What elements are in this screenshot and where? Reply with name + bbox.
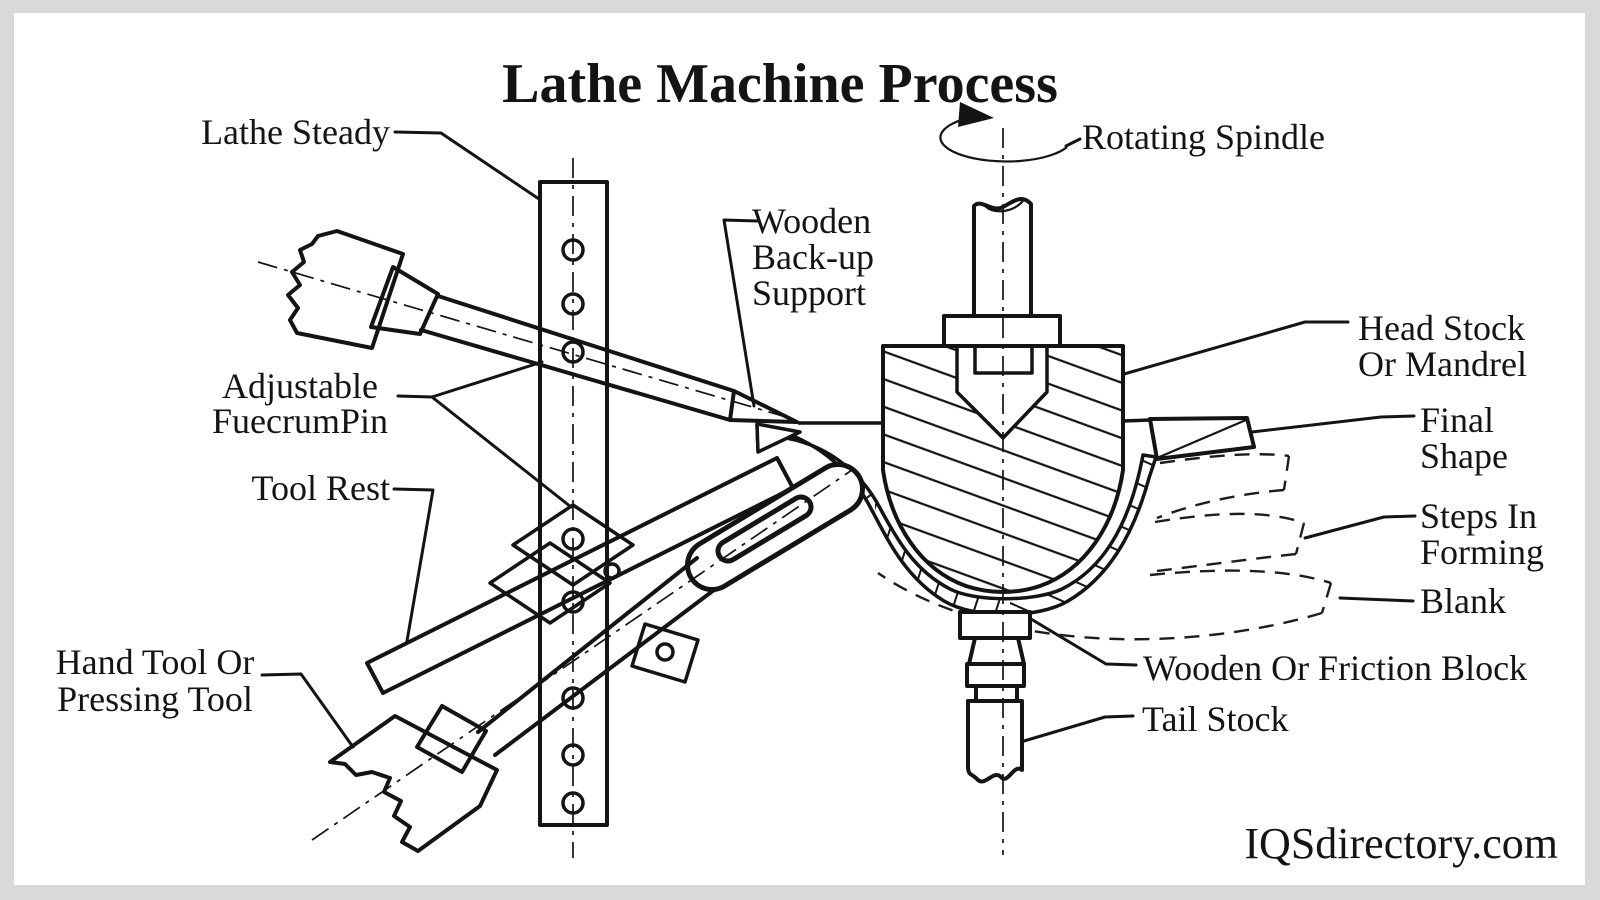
upper-hand-tool	[257, 229, 799, 424]
label-wooden-backup-1: Wooden	[752, 201, 871, 241]
lathe-steady-bar	[538, 180, 609, 827]
label-final-shape-1: Final	[1420, 400, 1494, 440]
tail-center-cone	[967, 636, 1026, 666]
label-hand-tool-2: Pressing Tool	[57, 679, 253, 719]
leader-final-shape	[1250, 414, 1416, 434]
leader-steps-in-forming	[1303, 514, 1417, 540]
label-steps-2: Forming	[1420, 532, 1544, 572]
steps-in-forming-outlines	[877, 453, 1333, 641]
leader-hand-tool	[260, 672, 355, 749]
label-final-shape-2: Shape	[1420, 436, 1508, 476]
upper-tool-centerline	[257, 261, 794, 420]
label-head-stock-1: Head Stock	[1358, 308, 1525, 348]
leader-rotating-spindle	[1064, 137, 1082, 148]
label-lathe-steady: Lathe Steady	[201, 112, 390, 152]
final-shape-rim	[1148, 416, 1256, 461]
lower-tool-ferrule	[415, 704, 488, 774]
leader-wooden-backup	[722, 218, 759, 408]
label-hand-tool-1: Hand Tool Or	[56, 642, 255, 682]
wooden-backup-support-wedge	[755, 422, 802, 454]
tool-rest-bracket	[630, 622, 700, 684]
head-stock-mandrel	[881, 344, 1125, 594]
label-blank: Blank	[1420, 581, 1506, 621]
label-adjustable-1: Adjustable	[222, 366, 378, 406]
label-rotating-spindle: Rotating Spindle	[1082, 117, 1325, 157]
label-wooden-backup-3: Support	[752, 273, 866, 313]
wooden-friction-block	[958, 610, 1032, 640]
diagram-title: Lathe Machine Process	[502, 53, 1058, 115]
label-tail-stock: Tail Stock	[1142, 699, 1288, 739]
leader-tail-stock	[1022, 714, 1135, 743]
spindle-flange	[942, 314, 1062, 348]
label-friction-block: Wooden Or Friction Block	[1143, 648, 1527, 688]
rotation-arrow	[939, 102, 1068, 163]
leader-friction-block	[1029, 617, 1138, 667]
leader-tool-rest	[392, 487, 435, 643]
upper-tool-ferrule	[369, 265, 440, 336]
leader-fulcrum-lower	[430, 395, 573, 509]
label-tool-rest: Tool Rest	[252, 468, 390, 508]
leader-fulcrum-upper	[396, 360, 544, 399]
tail-stock-cylinder	[966, 699, 1024, 784]
lower-tool-centerline	[311, 469, 853, 841]
lower-tool-handle	[328, 714, 499, 853]
leader-lathe-steady	[393, 130, 541, 201]
watermark: IQSdirectory.com	[1244, 819, 1558, 868]
rotating-spindle-shaft	[942, 196, 1062, 348]
label-wooden-backup-2: Back-up	[752, 237, 874, 277]
lower-pressing-tool	[311, 462, 865, 853]
rotation-arrowhead	[958, 102, 994, 127]
label-adjustable-2: FuecrumPin	[212, 401, 388, 441]
leader-head-stock	[1122, 320, 1350, 376]
leader-blank	[1338, 596, 1415, 603]
drawing-background	[14, 13, 1585, 885]
friction-block-and-tail-stock	[958, 610, 1032, 784]
upper-tool-tip	[728, 389, 799, 424]
label-head-stock-2: Or Mandrel	[1358, 344, 1527, 384]
upper-tool-handle	[286, 229, 405, 350]
blank-outline	[1149, 569, 1332, 585]
leader-lines	[260, 130, 1417, 749]
label-steps-1: Steps In	[1420, 496, 1537, 536]
